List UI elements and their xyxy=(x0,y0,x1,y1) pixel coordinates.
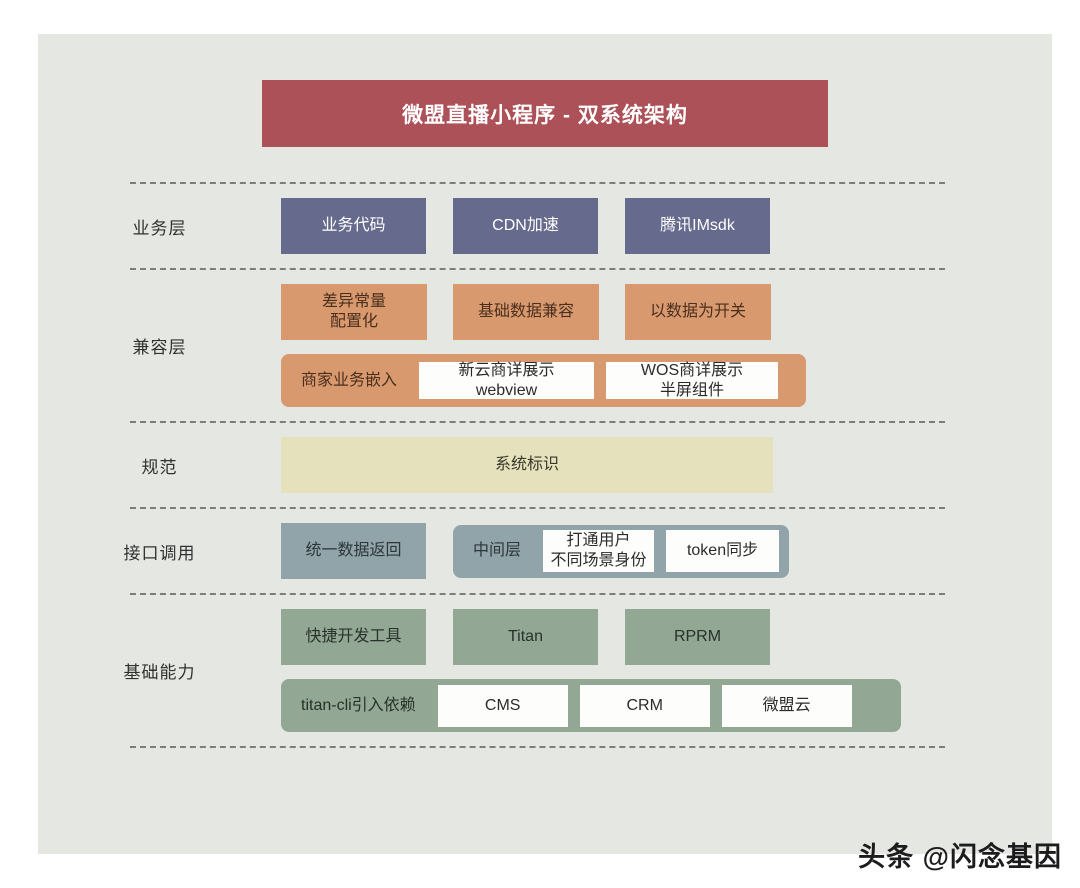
box-row: 系统标识 xyxy=(281,437,1052,493)
layer-body-base: 快捷开发工具 Titan RPRM titan-cli引入依赖 CMS CRM … xyxy=(281,595,1052,746)
chip-unify-user-identity[interactable]: 打通用户 不同场景身份 xyxy=(543,530,655,572)
layer-body-api: 统一数据返回 中间层 打通用户 不同场景身份 token同步 xyxy=(281,509,1052,593)
component-box-diff-constant-config[interactable]: 差异常量 配置化 xyxy=(281,284,427,340)
component-box-cdn[interactable]: CDN加速 xyxy=(453,198,598,254)
watermark: 头条 @闪念基因 xyxy=(858,842,1062,872)
component-group-middle-layer[interactable]: 中间层 打通用户 不同场景身份 token同步 xyxy=(453,524,789,578)
architecture-layers: 业务层 业务代码 CDN加速 腾讯IMsdk 兼容层 xyxy=(38,182,1052,748)
component-box-data-as-switch[interactable]: 以数据为开关 xyxy=(625,284,771,340)
component-box-titan[interactable]: Titan xyxy=(453,609,598,665)
layer-divider-bottom xyxy=(130,746,945,748)
layer-divider-api-base xyxy=(130,593,945,595)
chip-cms[interactable]: CMS xyxy=(437,684,568,727)
layer-row-spec: 规范 系统标识 xyxy=(38,423,1052,507)
component-box-unified-data-return[interactable]: 统一数据返回 xyxy=(281,523,426,579)
layer-divider-top xyxy=(130,182,945,184)
group-label-middle-layer: 中间层 xyxy=(473,542,522,560)
group-label-merchant-embed: 商家业务嵌入 xyxy=(301,371,398,389)
layer-label-api: 接口调用 xyxy=(123,543,196,563)
component-group-merchant-embed[interactable]: 商家业务嵌入 新云商详展示 webview WOS商详展示 半屏组件 xyxy=(281,354,806,407)
component-box-quick-dev-tool[interactable]: 快捷开发工具 xyxy=(281,609,426,665)
component-box-tencent-imsdk[interactable]: 腾讯IMsdk xyxy=(625,198,770,254)
component-box-rprm[interactable]: RPRM xyxy=(625,609,770,665)
group-label-titan-cli: titan-cli引入依赖 xyxy=(301,696,416,714)
layer-body-spec: 系统标识 xyxy=(281,423,1052,507)
chip-weimob-cloud[interactable]: 微盟云 xyxy=(721,684,852,727)
layer-label-compat: 兼容层 xyxy=(132,338,187,357)
layer-row-business: 业务层 业务代码 CDN加速 腾讯IMsdk xyxy=(38,184,1052,268)
diagram-canvas: 微盟直播小程序 - 双系统架构 业务层 业务代码 CDN加速 腾讯IMsdk xyxy=(38,34,1052,854)
box-row: 快捷开发工具 Titan RPRM xyxy=(281,609,1052,665)
component-box-base-data-compat[interactable]: 基础数据兼容 xyxy=(453,284,599,340)
diagram-title-banner: 微盟直播小程序 - 双系统架构 xyxy=(262,80,828,147)
chip-new-cloud-detail-webview[interactable]: 新云商详展示 webview xyxy=(419,362,595,399)
box-row: 统一数据返回 中间层 打通用户 不同场景身份 token同步 xyxy=(281,523,1052,579)
layer-divider-business-compat xyxy=(130,268,945,270)
layer-row-compat: 兼容层 差异常量 配置化 基础数据兼容 以数据为开关 商家业务嵌入 xyxy=(38,270,1052,421)
layer-label-business: 业务层 xyxy=(132,218,187,238)
layer-label-spec: 规范 xyxy=(141,457,178,477)
component-box-business-code[interactable]: 业务代码 xyxy=(281,198,426,254)
box-row: titan-cli引入依赖 CMS CRM 微盟云 xyxy=(281,679,1052,732)
chip-wos-detail-halfscreen[interactable]: WOS商详展示 半屏组件 xyxy=(606,362,779,399)
layer-body-business: 业务代码 CDN加速 腾讯IMsdk xyxy=(281,184,1052,268)
page-title: 微盟直播小程序 - 双系统架构 xyxy=(402,103,688,127)
box-row: 商家业务嵌入 新云商详展示 webview WOS商详展示 半屏组件 xyxy=(281,354,1052,407)
layer-body-compat: 差异常量 配置化 基础数据兼容 以数据为开关 商家业务嵌入 新云商详展示 web… xyxy=(281,270,1052,421)
chip-token-sync[interactable]: token同步 xyxy=(666,530,779,572)
layer-row-base: 基础能力 快捷开发工具 Titan RPRM titan-cli引入依赖 xyxy=(38,595,1052,746)
box-row: 业务代码 CDN加速 腾讯IMsdk xyxy=(281,198,1052,254)
layer-label-base: 基础能力 xyxy=(123,663,196,682)
component-group-titan-cli-dependency[interactable]: titan-cli引入依赖 CMS CRM 微盟云 xyxy=(281,679,901,732)
layer-divider-spec-api xyxy=(130,507,945,509)
component-box-system-identifier[interactable]: 系统标识 xyxy=(281,437,773,493)
layer-row-api: 接口调用 统一数据返回 中间层 打通用户 不同场景身份 token同步 xyxy=(38,509,1052,593)
layer-divider-compat-spec xyxy=(130,421,945,423)
chip-crm[interactable]: CRM xyxy=(579,684,710,727)
box-row: 差异常量 配置化 基础数据兼容 以数据为开关 xyxy=(281,284,1052,340)
